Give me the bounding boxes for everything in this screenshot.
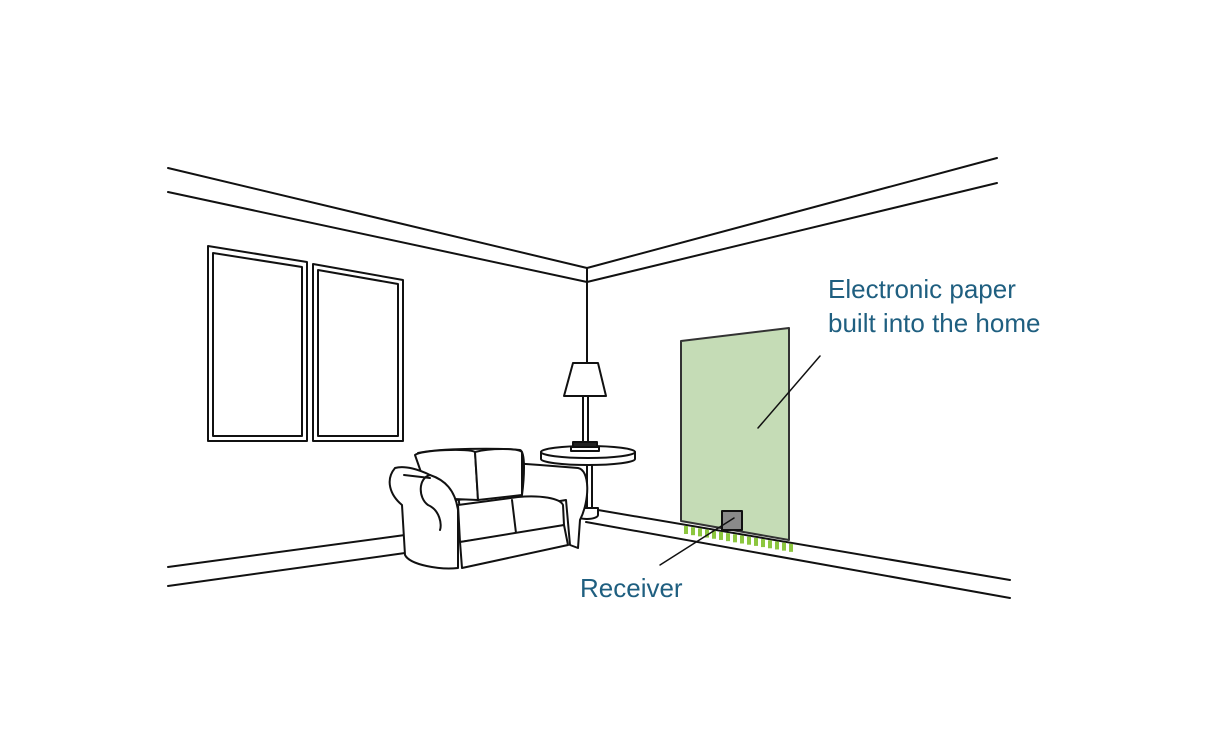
- baseboard: [167, 509, 1011, 599]
- epaper-panel: [680, 327, 790, 541]
- receiver-device: [721, 510, 743, 531]
- receiver-label: Receiver: [580, 573, 683, 603]
- epaper-label-line2: built into the home: [828, 308, 1041, 338]
- lamp: [563, 362, 607, 452]
- epaper-leader-line: [757, 355, 821, 429]
- epaper-label-line1: Electronic paper: [828, 274, 1016, 304]
- window-right: [312, 263, 404, 442]
- receiver-leader-line: [659, 517, 735, 566]
- sofa: [388, 447, 589, 570]
- signal-dashes: [684, 526, 793, 552]
- window-left: [207, 245, 308, 442]
- ceiling-molding: [167, 157, 998, 283]
